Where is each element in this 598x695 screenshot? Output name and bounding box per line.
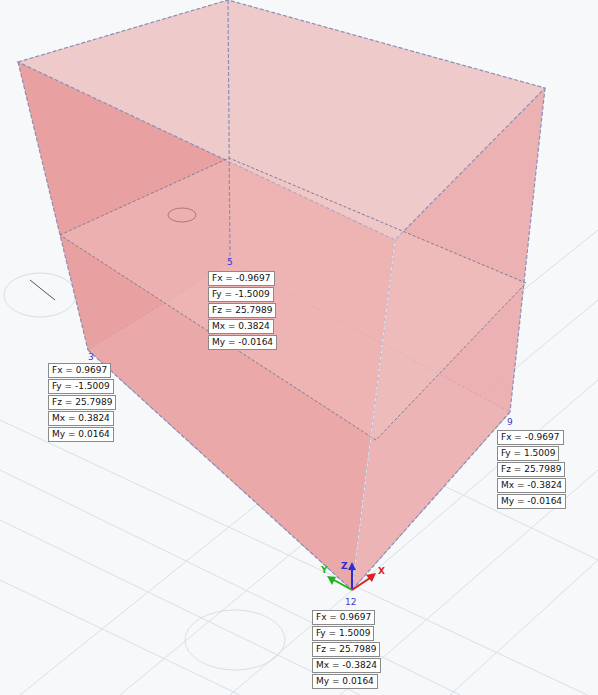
axis-label: Z xyxy=(341,561,348,572)
floor-plane xyxy=(60,158,526,440)
reaction-value: Fz = 25.7989 xyxy=(48,395,116,410)
grid-marker xyxy=(30,280,55,300)
reaction-callout: Fx = 0.9697Fy = -1.5009Fz = 25.7989Mx = … xyxy=(48,363,116,443)
frame-edges xyxy=(18,0,545,590)
reaction-value: My = 0.0164 xyxy=(48,427,114,442)
reaction-callout: Fx = -0.9697Fy = -1.5009Fz = 25.7989Mx =… xyxy=(208,271,277,351)
reaction-value: My = 0.0164 xyxy=(312,674,378,689)
reaction-value: Fy = 1.5009 xyxy=(497,446,559,461)
reaction-value: Fy = 1.5009 xyxy=(312,626,374,641)
reaction-value: Fy = -1.5009 xyxy=(208,287,274,302)
joint-number: 5 xyxy=(227,257,233,268)
joint-number: 12 xyxy=(345,597,356,608)
joint-number: 9 xyxy=(507,417,513,428)
reaction-value: Fx = -0.9697 xyxy=(208,271,275,286)
axis-triad xyxy=(327,562,376,590)
reaction-value: Fy = -1.5009 xyxy=(48,379,114,394)
front-edge xyxy=(352,240,395,590)
reaction-value: Fz = 25.7989 xyxy=(497,462,565,477)
reaction-callout: Fx = 0.9697Fy = 1.5009Fz = 25.7989Mx = -… xyxy=(312,610,381,690)
reaction-callout: Fx = -0.9697Fy = 1.5009Fz = 25.7989Mx = … xyxy=(497,430,566,510)
reaction-value: Mx = 0.3824 xyxy=(48,411,114,426)
reaction-value: Fx = 0.9697 xyxy=(48,363,111,378)
reaction-value: Mx = 0.3824 xyxy=(208,319,274,334)
reaction-value: Fx = 0.9697 xyxy=(312,610,375,625)
reaction-value: Fz = 25.7989 xyxy=(208,303,276,318)
plane-marker xyxy=(168,208,196,222)
reaction-value: My = -0.0164 xyxy=(208,335,277,350)
reaction-value: Fz = 25.7989 xyxy=(312,642,380,657)
reaction-value: Mx = -0.3824 xyxy=(497,478,566,493)
axis-label: X xyxy=(378,566,385,577)
joint-number: 3 xyxy=(88,352,94,363)
reaction-value: Fx = -0.9697 xyxy=(497,430,564,445)
reaction-value: Mx = -0.3824 xyxy=(312,658,381,673)
axis-label: Y xyxy=(321,565,328,576)
reaction-value: My = -0.0164 xyxy=(497,494,566,509)
